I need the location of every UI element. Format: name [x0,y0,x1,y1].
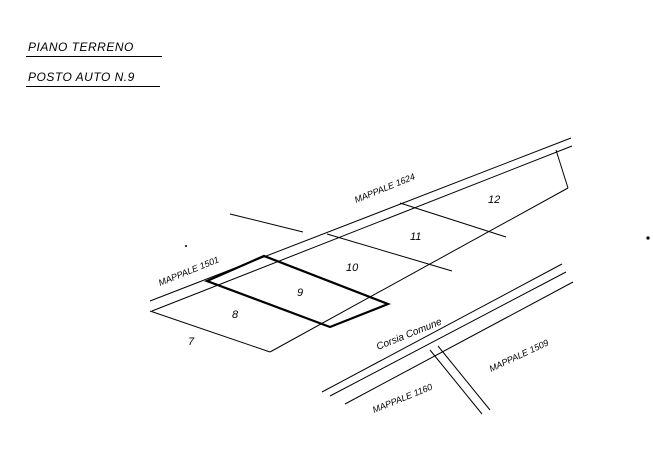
divider-11-12 [399,202,507,238]
common-corridor-lines [321,263,574,415]
parking-space-9-outline [204,254,392,329]
floor-title: PIANO TERRENO [28,40,134,54]
corridor-line-1 [321,263,563,393]
stray-dot-right [646,236,650,240]
label-mappale-1160: MAPPALE 1160 [371,382,434,415]
parking-corridor-edge [269,187,569,353]
parking-area-outline [149,149,569,353]
label-mappale-1509: MAPPALE 1509 [488,338,551,374]
space-number-9: 9 [297,287,303,299]
parking-space-title-underline [26,86,160,87]
parking-dividers [326,202,507,272]
space-number-10: 10 [346,262,359,274]
stray-dot-left [185,245,187,247]
corridor-line-2 [329,271,567,397]
label-common-corridor: Corsia Comune [375,316,444,352]
space-number-12: 12 [488,194,500,206]
north-boundary-lines [149,137,573,312]
space-number-11: 11 [410,231,421,243]
boundary-line-outer [149,137,572,302]
mappale-divider-b [437,345,491,411]
corridor-line-3 [344,281,574,405]
floor-title-underline [26,56,162,57]
mappale-divider-a [429,349,483,415]
parking-space-title: POSTO AUTO N.9 [28,70,135,84]
mappale-1501-divider [229,213,304,233]
space-number-7: 7 [188,336,195,348]
boundary-line-inner [151,145,573,312]
divider-10-11 [326,233,453,272]
parking-south-edge [149,310,271,353]
space-number-8: 8 [232,309,239,321]
parking-east-edge [555,149,569,189]
label-mappale-1624: MAPPALE 1624 [353,171,416,204]
